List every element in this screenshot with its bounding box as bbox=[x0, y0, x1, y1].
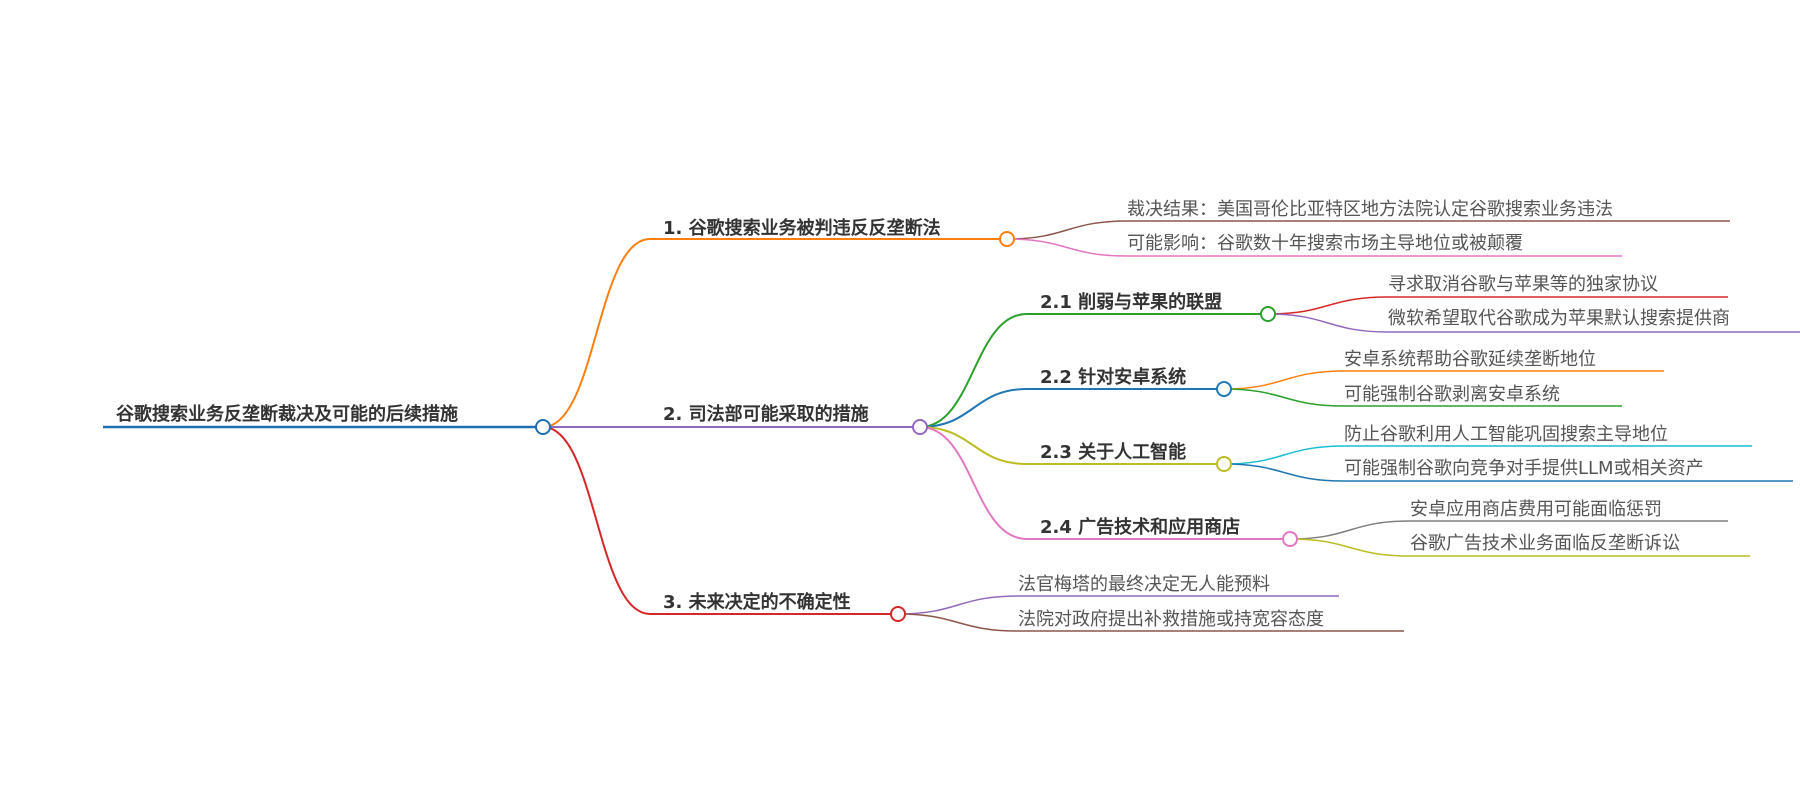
branch-toggle-2[interactable] bbox=[912, 419, 928, 435]
connector-leaf-2-3-1 bbox=[1223, 445, 1345, 465]
leaf-label-2-2-2: 可能强制谷歌剥离安卓系统 bbox=[1344, 384, 1560, 405]
leaf-label-1-2: 可能影响：谷歌数十年搜索市场主导地位或被颠覆 bbox=[1127, 233, 1523, 254]
branch-toggle-1[interactable] bbox=[999, 231, 1015, 247]
leaf-label-2-4-1: 安卓应用商店费用可能面临惩罚 bbox=[1410, 499, 1662, 520]
leaf-label-2-1-1: 寻求取消谷歌与苹果等的独家协议 bbox=[1388, 274, 1658, 295]
leaf-label-2-4-2: 谷歌广告技术业务面临反垄断诉讼 bbox=[1410, 533, 1680, 554]
connector-leaf-2-4-2 bbox=[1289, 538, 1411, 557]
connector-leaf-2-2-2 bbox=[1223, 388, 1345, 407]
sub-node-2-4[interactable]: 2.4 广告技术和应用商店 bbox=[1027, 516, 1298, 547]
sub-toggle-2-4[interactable] bbox=[1282, 531, 1298, 547]
sub-label-2-3: 2.3 关于人工智能 bbox=[1040, 441, 1186, 463]
sub-node-2-1[interactable]: 2.1 削弱与苹果的联盟 bbox=[1027, 291, 1276, 322]
sub-toggle-2-2[interactable] bbox=[1216, 381, 1232, 397]
connector-sub-2-1 bbox=[919, 313, 1028, 428]
branch-node-1[interactable]: 1. 谷歌搜索业务被判违反反垄断法 bbox=[650, 217, 1015, 247]
leaf-label-2-3-1: 防止谷歌利用人工智能巩固搜索主导地位 bbox=[1344, 424, 1668, 445]
sub-label-2-2: 2.2 针对安卓系统 bbox=[1040, 366, 1186, 388]
connector-leaf-2-1-2 bbox=[1267, 313, 1389, 333]
root-collapse-toggle[interactable] bbox=[535, 419, 551, 435]
leaf-node-2-3-1[interactable]: 防止谷歌利用人工智能巩固搜索主导地位 bbox=[1344, 424, 1752, 447]
connector-leaf-1-2 bbox=[1006, 238, 1128, 257]
sub-node-2-3[interactable]: 2.3 关于人工智能 bbox=[1027, 441, 1232, 472]
connector-sub-2-2 bbox=[919, 388, 1028, 428]
sub-label-2-1: 2.1 削弱与苹果的联盟 bbox=[1040, 291, 1222, 313]
connector-leaf-3-2 bbox=[897, 613, 1019, 632]
connector-leaf-2-3-2 bbox=[1223, 463, 1345, 482]
leaf-node-3-2[interactable]: 法院对政府提出补救措施或持宽容态度 bbox=[1018, 609, 1404, 632]
connector-leaf-1-1 bbox=[1006, 220, 1128, 240]
branch-toggle-3[interactable] bbox=[890, 606, 906, 622]
branch-label-2: 2. 司法部可能采取的措施 bbox=[663, 403, 869, 425]
leaf-node-1-1[interactable]: 裁决结果：美国哥伦比亚特区地方法院认定谷歌搜索业务违法 bbox=[1127, 199, 1730, 222]
leaf-node-2-3-2[interactable]: 可能强制谷歌向竞争对手提供LLM或相关资产 bbox=[1344, 458, 1793, 482]
leaf-label-1-1: 裁决结果：美国哥伦比亚特区地方法院认定谷歌搜索业务违法 bbox=[1127, 199, 1613, 220]
sub-toggle-2-1[interactable] bbox=[1260, 306, 1276, 322]
connector-sub-2-3 bbox=[919, 426, 1028, 465]
connector-leaf-3-1 bbox=[897, 595, 1019, 615]
leaf-label-2-2-1: 安卓系统帮助谷歌延续垄断地位 bbox=[1344, 349, 1596, 370]
leaf-node-2-1-2[interactable]: 微软希望取代谷歌成为苹果默认搜索提供商 bbox=[1388, 308, 1800, 333]
leaf-label-2-3-2: 可能强制谷歌向竞争对手提供LLM或相关资产 bbox=[1344, 458, 1704, 479]
leaf-node-3-1[interactable]: 法官梅塔的最终决定无人能预料 bbox=[1018, 574, 1339, 597]
leaf-node-2-2-2[interactable]: 可能强制谷歌剥离安卓系统 bbox=[1344, 384, 1622, 407]
leaf-node-2-1-1[interactable]: 寻求取消谷歌与苹果等的独家协议 bbox=[1388, 274, 1728, 298]
sub-label-2-4: 2.4 广告技术和应用商店 bbox=[1040, 516, 1240, 538]
leaf-node-1-2[interactable]: 可能影响：谷歌数十年搜索市场主导地位或被颠覆 bbox=[1127, 233, 1622, 257]
connector-leaf-2-2-1 bbox=[1223, 370, 1345, 390]
sub-toggle-2-3[interactable] bbox=[1216, 456, 1232, 472]
connector-layer bbox=[542, 220, 1411, 632]
connector-root-branch-1 bbox=[542, 238, 651, 428]
leaf-node-2-4-2[interactable]: 谷歌广告技术业务面临反垄断诉讼 bbox=[1410, 533, 1750, 557]
connector-leaf-2-1-1 bbox=[1267, 296, 1389, 315]
leaf-label-3-1: 法官梅塔的最终决定无人能预料 bbox=[1018, 574, 1270, 595]
branch-label-3: 3. 未来决定的不确定性 bbox=[663, 591, 851, 613]
root-node[interactable]: 谷歌搜索业务反垄断裁决及可能的后续措施 bbox=[103, 403, 551, 435]
root-label: 谷歌搜索业务反垄断裁决及可能的后续措施 bbox=[116, 403, 458, 425]
connector-sub-2-4 bbox=[919, 426, 1028, 540]
connector-leaf-2-4-1 bbox=[1289, 520, 1411, 540]
branch-node-3[interactable]: 3. 未来决定的不确定性 bbox=[650, 591, 906, 622]
leaf-label-3-2: 法院对政府提出补救措施或持宽容态度 bbox=[1018, 609, 1324, 630]
leaf-node-2-2-1[interactable]: 安卓系统帮助谷歌延续垄断地位 bbox=[1344, 349, 1664, 372]
branch-node-2[interactable]: 2. 司法部可能采取的措施 bbox=[650, 403, 928, 435]
leaf-node-2-4-1[interactable]: 安卓应用商店费用可能面临惩罚 bbox=[1410, 499, 1728, 522]
leaf-label-2-1-2: 微软希望取代谷歌成为苹果默认搜索提供商 bbox=[1388, 308, 1730, 329]
connector-root-branch-3 bbox=[542, 426, 651, 615]
sub-node-2-2[interactable]: 2.2 针对安卓系统 bbox=[1027, 366, 1232, 397]
branch-label-1: 1. 谷歌搜索业务被判违反反垄断法 bbox=[663, 217, 941, 239]
